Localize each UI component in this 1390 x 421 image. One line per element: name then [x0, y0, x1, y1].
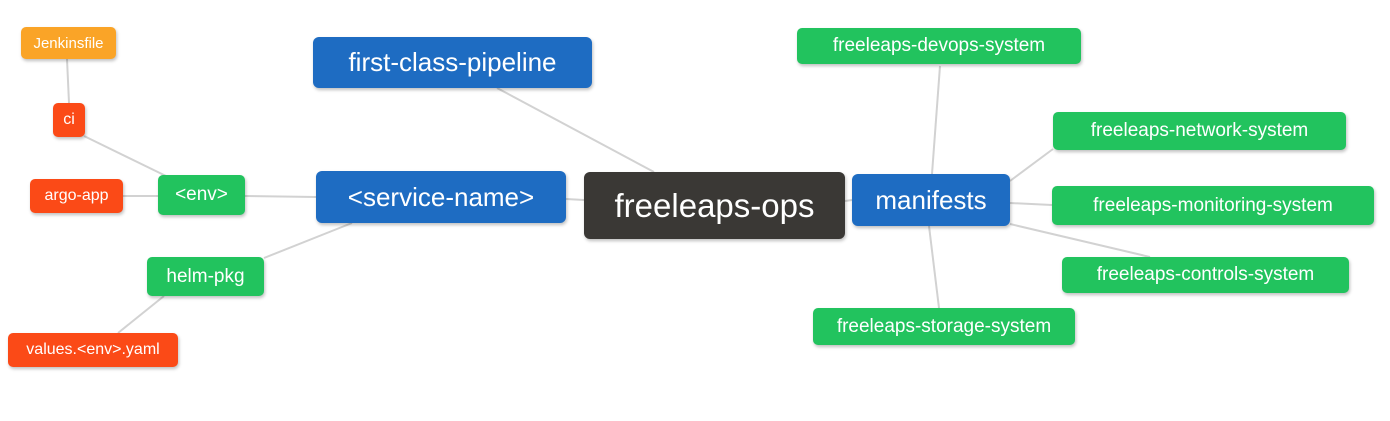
node-jenkinsfile[interactable]: Jenkinsfile	[21, 27, 116, 59]
node-freeleaps-controls-system[interactable]: freeleaps-controls-system	[1062, 257, 1349, 293]
connector-manifests-devops	[931, 65, 941, 175]
node-argo-app[interactable]: argo-app	[30, 179, 123, 213]
connector-pipeline-root	[496, 87, 655, 173]
node-manifests[interactable]: manifests	[852, 174, 1010, 226]
connector-manifests-monitoring	[1009, 202, 1053, 206]
node-first-class-pipeline[interactable]: first-class-pipeline	[313, 37, 592, 88]
node-env[interactable]: <env>	[158, 175, 245, 215]
connector-env-service	[244, 195, 317, 198]
connector-helm-values	[117, 295, 165, 334]
node-helm-pkg[interactable]: helm-pkg	[147, 257, 264, 296]
node-freeleaps-network-system[interactable]: freeleaps-network-system	[1053, 112, 1346, 150]
connector-jenkinsfile-ci	[66, 58, 70, 104]
connector-manifests-network	[1009, 148, 1054, 182]
connector-manifests-storage	[928, 225, 940, 309]
node-freeleaps-devops-system[interactable]: freeleaps-devops-system	[797, 28, 1081, 64]
node-values-env-yaml[interactable]: values.<env>.yaml	[8, 333, 178, 367]
node-freeleaps-ops[interactable]: freeleaps-ops	[584, 172, 845, 239]
node-ci[interactable]: ci	[53, 103, 85, 137]
node-service-name[interactable]: <service-name>	[316, 171, 566, 223]
connector-root-manifests	[844, 199, 853, 202]
connector-manifests-controls	[1009, 223, 1151, 258]
node-freeleaps-storage-system[interactable]: freeleaps-storage-system	[813, 308, 1075, 345]
connector-service-helm	[263, 222, 353, 259]
connector-service-root	[565, 198, 585, 201]
connector-ci-env	[83, 135, 167, 177]
node-freeleaps-monitoring-system[interactable]: freeleaps-monitoring-system	[1052, 186, 1374, 225]
